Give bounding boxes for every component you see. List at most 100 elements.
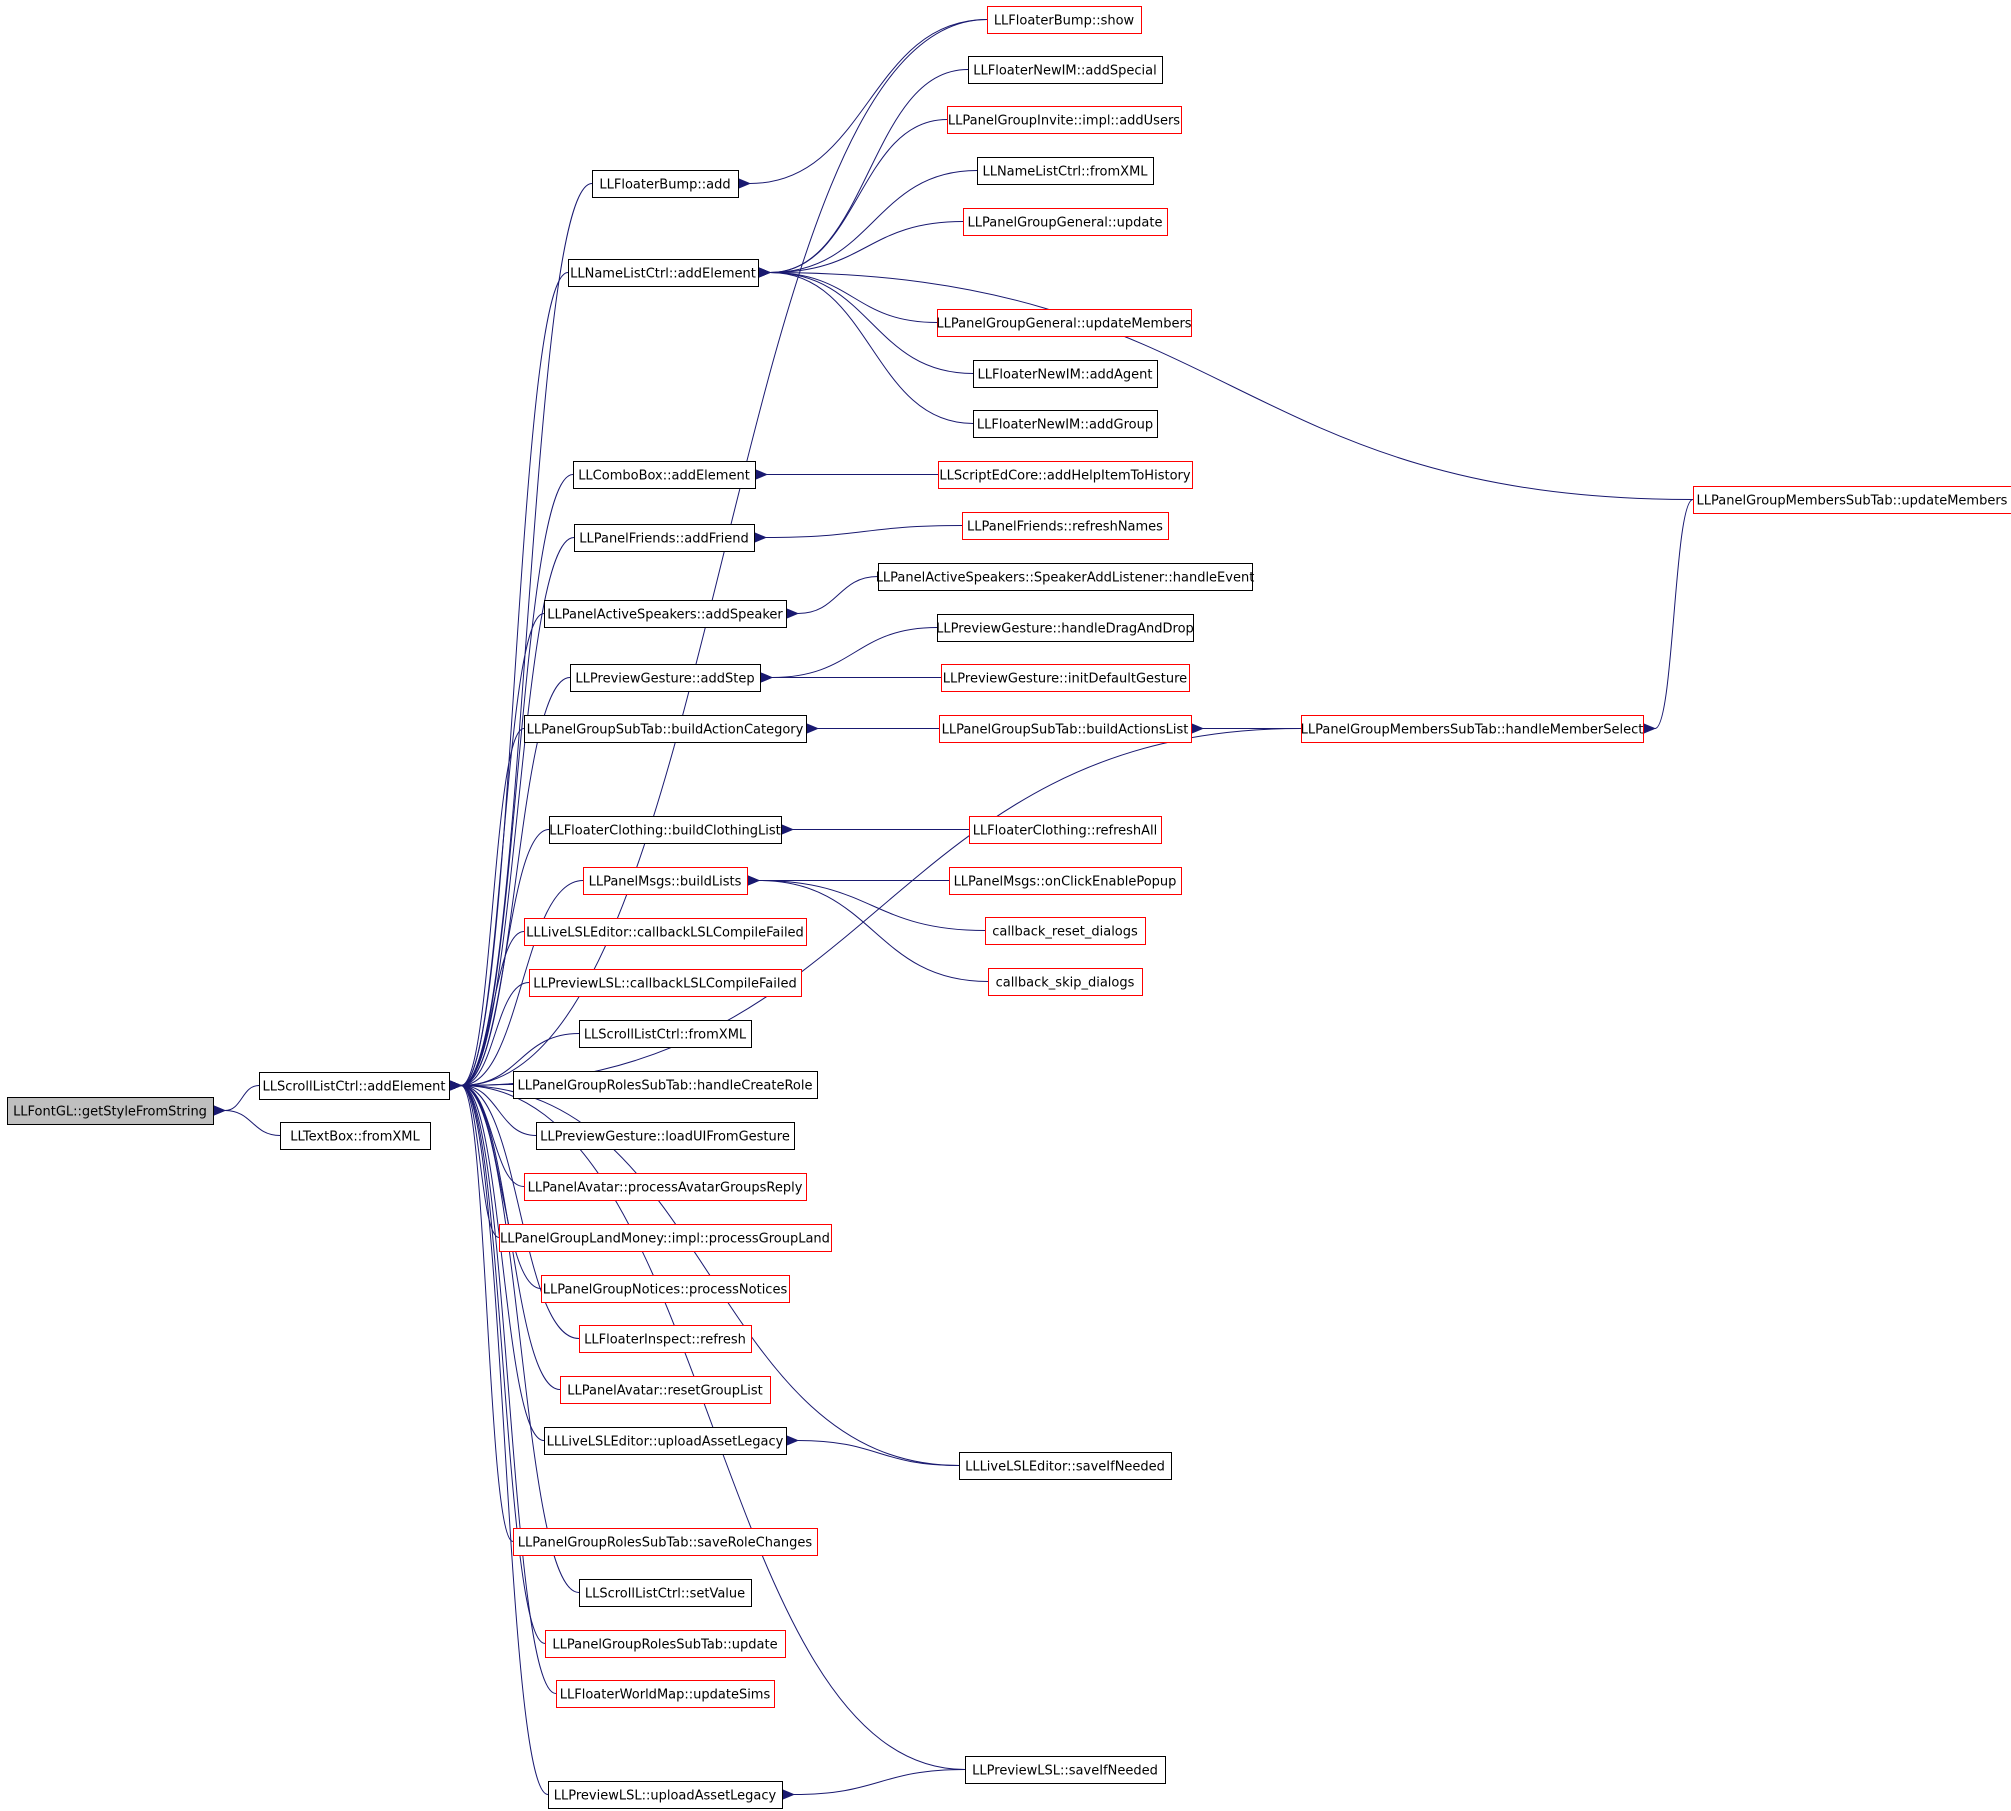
node-box: [937, 614, 1194, 642]
node-label: LLScrollListCtrl::fromXML: [584, 1028, 747, 1043]
edge-n5-to-n1: [449, 272, 569, 1091]
node-llpanelgroupgeneral-updatemembers[interactable]: LLPanelGroupGeneral::updateMembers: [936, 309, 1192, 337]
node-label: LLNameListCtrl::addElement: [570, 267, 756, 282]
node-llscrolllistctrl-addelement[interactable]: LLScrollListCtrl::addElement: [259, 1072, 450, 1100]
node-label: LLPanelGroupNotices::processNotices: [543, 1283, 788, 1298]
node-llpanelgroupinvite-impl-addusers[interactable]: LLPanelGroupInvite::impl::addUsers: [947, 106, 1182, 134]
node-label: LLPanelGroupGeneral::update: [968, 216, 1163, 231]
node-label: LLScrollListCtrl::setValue: [585, 1587, 745, 1602]
node-box: [556, 1680, 775, 1708]
node-box: [878, 563, 1253, 591]
node-llpanelgroupsubtab-buildactionslist[interactable]: LLPanelGroupSubTab::buildActionsList: [939, 715, 1192, 743]
node-llpreviewgesture-addstep[interactable]: LLPreviewGesture::addStep: [570, 664, 761, 692]
node-llpanelgroupsubtab-buildactioncategory[interactable]: LLPanelGroupSubTab::buildActionCategory: [524, 715, 807, 743]
node-llpanelgrouplandmoney-impl-processgroupland[interactable]: LLPanelGroupLandMoney::impl::processGrou…: [499, 1224, 832, 1252]
node-label: LLFloaterWorldMap::updateSims: [560, 1688, 771, 1703]
node-box: [592, 170, 739, 198]
node-box: [574, 524, 755, 552]
node-label: LLPanelGroupRolesSubTab::handleCreateRol…: [518, 1079, 813, 1094]
node-box: [549, 816, 782, 844]
node-llfloaterclothing-refreshall[interactable]: LLFloaterClothing::refreshAll: [969, 816, 1162, 844]
edge-n14-to-n1: [449, 474, 574, 1091]
node-box: [544, 600, 787, 628]
node-llpanelfriends-refreshnames[interactable]: LLPanelFriends::refreshNames: [962, 512, 1169, 540]
node-label: LLPanelAvatar::processAvatarGroupsReply: [528, 1181, 803, 1196]
node-llpanelavatar-resetgrouplist[interactable]: LLPanelAvatar::resetGroupList: [560, 1376, 771, 1404]
node-label: LLComboBox::addElement: [578, 469, 750, 484]
node-lllivelsleditor-uploadassetlegacy[interactable]: LLLiveLSLEditor::uploadAssetLegacy: [544, 1427, 787, 1455]
node-box: [583, 867, 748, 895]
node-label: LLFloaterNewIM::addAgent: [977, 368, 1152, 383]
edge-n2-to-n0: [213, 1105, 281, 1136]
node-box: [570, 664, 761, 692]
node-llpanelgrouprolessubtab-update[interactable]: LLPanelGroupRolesSubTab::update: [545, 1630, 786, 1658]
node-callback-reset-dialogs[interactable]: callback_reset_dialogs: [985, 917, 1146, 945]
edge-n48-to-n49: [782, 1769, 966, 1800]
node-llnamelistctrl-fromxml[interactable]: LLNameListCtrl::fromXML: [977, 157, 1154, 185]
node-box: [973, 410, 1158, 438]
node-label: LLPanelGroupLandMoney::impl::processGrou…: [500, 1232, 830, 1247]
node-llpanelavatar-processavatargroupsreply[interactable]: LLPanelAvatar::processAvatarGroupsReply: [524, 1173, 807, 1201]
node-lllivelsleditor-callbacklslcompilefailed[interactable]: LLLiveLSLEditor::callbackLSLCompileFaile…: [524, 918, 807, 946]
node-box: [988, 968, 1143, 996]
node-llscriptedcore-addhelpitemtohistory[interactable]: LLScriptEdCore::addHelpItemToHistory: [938, 461, 1193, 489]
node-llfloaternewim-addgroup[interactable]: LLFloaterNewIM::addGroup: [973, 410, 1158, 438]
node-box: [524, 715, 807, 743]
edge-n7-to-n5: [758, 119, 948, 278]
node-label: LLPanelGroupInvite::impl::addUsers: [948, 114, 1180, 129]
node-llpreviewlsl-callbacklslcompilefailed[interactable]: LLPreviewLSL::callbackLSLCompileFailed: [529, 969, 802, 997]
node-lllivelsleditor-saveifneeded[interactable]: LLLiveLSLEditor::saveIfNeeded: [959, 1452, 1172, 1480]
node-llcombobox-addelement[interactable]: LLComboBox::addElement: [573, 461, 756, 489]
node-llfloaternewim-addagent[interactable]: LLFloaterNewIM::addAgent: [973, 360, 1158, 388]
node-llpanelmsgs-onclickenablepopup[interactable]: LLPanelMsgs::onClickEnablePopup: [949, 867, 1182, 895]
node-llfloaterbump-show[interactable]: LLFloaterBump::show: [987, 6, 1142, 34]
node-llpanelactivespeakers-speakeraddlistener-handleevent[interactable]: LLPanelActiveSpeakers::SpeakerAddListene…: [876, 563, 1255, 591]
node-llpanelactivespeakers-addspeaker[interactable]: LLPanelActiveSpeakers::addSpeaker: [544, 600, 787, 628]
node-llpanelgrouprolessubtab-handlecreaterole[interactable]: LLPanelGroupRolesSubTab::handleCreateRol…: [513, 1071, 818, 1099]
node-box: [959, 1452, 1172, 1480]
edge-n21-to-n20: [760, 627, 938, 683]
nodes: LLFontGL::getStyleFromStringLLScrollList…: [7, 6, 2011, 1809]
node-box: [259, 1072, 450, 1100]
edge-n25-to-n1: [449, 728, 1302, 1091]
node-llpanelmsgs-buildlists[interactable]: LLPanelMsgs::buildLists: [583, 867, 748, 895]
node-label: LLNameListCtrl::fromXML: [982, 165, 1148, 180]
node-box: [573, 461, 756, 489]
node-llpanelgroupmemberssubtab-updatemembers[interactable]: LLPanelGroupMembersSubTab::updateMembers: [1693, 486, 2011, 514]
node-llpreviewgesture-handledraganddrop[interactable]: LLPreviewGesture::handleDragAndDrop: [936, 614, 1194, 642]
node-label: LLPanelGroupRolesSubTab::saveRoleChanges: [518, 1536, 813, 1551]
node-llfloaterinspect-refresh[interactable]: LLFloaterInspect::refresh: [579, 1325, 752, 1353]
node-label: LLFloaterNewIM::addSpecial: [973, 64, 1156, 79]
node-llpanelgroupgeneral-update[interactable]: LLPanelGroupGeneral::update: [963, 208, 1168, 236]
node-label: LLPreviewLSL::uploadAssetLegacy: [554, 1789, 777, 1804]
node-box: [548, 1781, 783, 1809]
node-box: [568, 259, 759, 287]
node-box: [579, 1579, 752, 1607]
node-llpreviewgesture-loaduifromgesture[interactable]: LLPreviewGesture::loadUIFromGesture: [536, 1122, 795, 1150]
node-lltextbox-fromxml[interactable]: LLTextBox::fromXML: [280, 1122, 431, 1150]
node-box: [969, 816, 1162, 844]
node-llfloaterworldmap-updatesims[interactable]: LLFloaterWorldMap::updateSims: [556, 1680, 775, 1708]
node-box: [947, 106, 1182, 134]
node-llscrolllistctrl-fromxml[interactable]: LLScrollListCtrl::fromXML: [579, 1020, 752, 1048]
node-llpreviewlsl-uploadassetlegacy[interactable]: LLPreviewLSL::uploadAssetLegacy: [548, 1781, 783, 1809]
node-llpanelgroupmemberssubtab-handlememberselect[interactable]: LLPanelGroupMembersSubTab::handleMemberS…: [1301, 715, 1644, 743]
node-llnamelistctrl-addelement[interactable]: LLNameListCtrl::addElement: [568, 259, 759, 287]
node-box: [985, 917, 1146, 945]
node-llfloaternewim-addspecial[interactable]: LLFloaterNewIM::addSpecial: [968, 56, 1163, 84]
node-box: [941, 664, 1190, 692]
node-llpanelgroupnotices-processnotices[interactable]: LLPanelGroupNotices::processNotices: [541, 1275, 790, 1303]
node-llfloaterbump-add[interactable]: LLFloaterBump::add: [592, 170, 739, 198]
node-llfontgl-getstylefromstring[interactable]: LLFontGL::getStyleFromString: [7, 1097, 214, 1125]
node-llpanelfriends-addfriend[interactable]: LLPanelFriends::addFriend: [574, 524, 755, 552]
node-llfloaterclothing-buildclothinglist[interactable]: LLFloaterClothing::buildClothingList: [549, 816, 782, 844]
node-llpanelgrouprolessubtab-saverolechanges[interactable]: LLPanelGroupRolesSubTab::saveRoleChanges: [513, 1528, 818, 1556]
node-callback-skip-dialogs[interactable]: callback_skip_dialogs: [988, 968, 1143, 996]
node-llpreviewgesture-initdefaultgesture[interactable]: LLPreviewGesture::initDefaultGesture: [941, 664, 1190, 692]
edge-n34-to-n1: [449, 1033, 580, 1091]
edge-n3-to-n1: [449, 19, 988, 1091]
edge-n10-to-n5: [758, 267, 938, 323]
node-llpreviewlsl-saveifneeded[interactable]: LLPreviewLSL::saveIfNeeded: [965, 1756, 1166, 1784]
node-llscrolllistctrl-setvalue[interactable]: LLScrollListCtrl::setValue: [579, 1579, 752, 1607]
node-label: LLFloaterBump::show: [994, 14, 1135, 29]
